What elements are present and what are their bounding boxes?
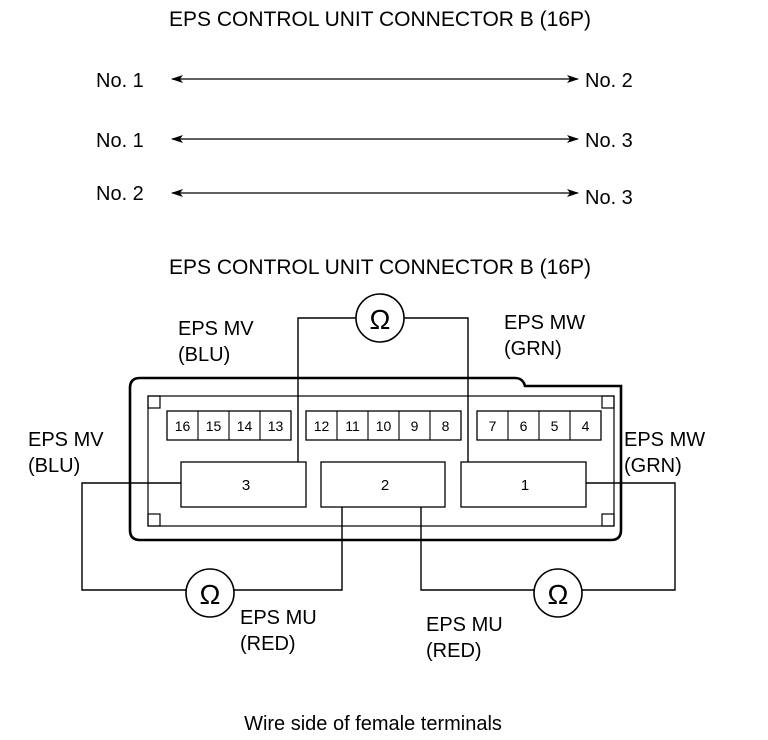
label-mw-top-color: (GRN): [504, 338, 562, 360]
probe-wire-right: [420, 482, 676, 591]
probe-wire-top: [297, 317, 469, 462]
label-mw-right-name: EPS MW: [624, 429, 705, 451]
check-row-3-to: No. 3: [585, 187, 633, 209]
pin-group-right: 7 6 5 4: [476, 410, 602, 441]
cavity-3: 3: [180, 461, 307, 508]
pin-6: 6: [520, 418, 528, 434]
check-row-2-from: No. 1: [96, 130, 144, 152]
label-mw-right-color: (GRN): [624, 455, 682, 477]
ohm-meter-icon: Ω: [533, 568, 583, 618]
check-row-3: No. 2 No. 3: [96, 183, 633, 209]
svg-text:Ω: Ω: [200, 579, 221, 610]
connector-title: EPS CONTROL UNIT CONNECTOR B (16P): [169, 256, 591, 279]
check-row-3-from: No. 2: [96, 183, 144, 205]
ohm-meter-icon: Ω: [185, 568, 235, 618]
pin-4: 4: [582, 418, 590, 434]
pin-15: 15: [206, 418, 222, 434]
check-row-1-from: No. 1: [96, 70, 144, 92]
check-row-1: No. 1 No. 2: [96, 70, 633, 92]
label-mw-top-name: EPS MW: [504, 312, 585, 334]
pin-12: 12: [314, 418, 330, 434]
label-mu-right-name: EPS MU: [426, 614, 503, 636]
pin-group-mid: 12 11 10 9 8: [305, 410, 462, 441]
caption: Wire side of female terminals: [244, 713, 502, 735]
pin-11: 11: [345, 418, 360, 434]
check-row-1-to: No. 2: [585, 70, 633, 92]
cavity-1: 1: [460, 461, 587, 508]
pin-8: 8: [442, 418, 450, 434]
cavity-1-label: 1: [521, 477, 529, 494]
pin-7: 7: [489, 418, 497, 434]
pin-10: 10: [376, 418, 392, 434]
cavity-2: 2: [320, 461, 446, 508]
label-mu-right-color: (RED): [426, 640, 482, 662]
pin-9: 9: [411, 418, 419, 434]
label-mv-left-color: (BLU): [28, 455, 80, 477]
probe-wire-left: [81, 482, 343, 591]
label-mv-left-name: EPS MV: [28, 429, 104, 451]
pin-group-left: 16 15 14 13: [166, 410, 292, 441]
pin-5: 5: [551, 418, 559, 434]
label-mu-left-color: (RED): [240, 633, 296, 655]
pin-16: 16: [175, 418, 191, 434]
svg-text:Ω: Ω: [548, 579, 569, 610]
top-title: EPS CONTROL UNIT CONNECTOR B (16P): [169, 8, 591, 31]
pin-13: 13: [268, 418, 284, 434]
check-row-2-to: No. 3: [585, 130, 633, 152]
cavity-3-label: 3: [242, 477, 250, 494]
ohm-meter-icon: Ω: [355, 293, 405, 343]
connector-housing: [128, 376, 623, 542]
svg-text:Ω: Ω: [370, 304, 391, 335]
label-mu-left-name: EPS MU: [240, 607, 317, 629]
pin-14: 14: [237, 418, 253, 434]
label-mv-top-color: (BLU): [178, 344, 230, 366]
check-row-2: No. 1 No. 3: [96, 130, 633, 152]
cavity-2-label: 2: [381, 477, 389, 494]
label-mv-top-name: EPS MV: [178, 318, 254, 340]
